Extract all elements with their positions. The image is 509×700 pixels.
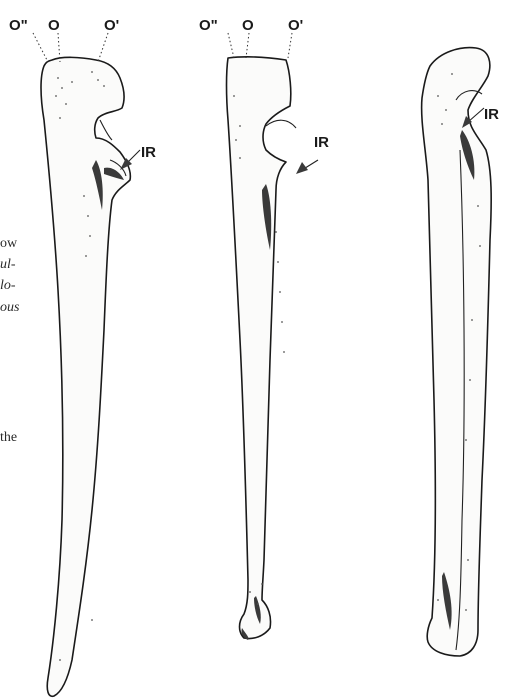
bone-3: IR [422,48,500,656]
bone-2-label-ir: IR [314,134,329,151]
bone-1-leader-o2 [33,33,48,62]
bone-2: O" O O' IR [199,17,329,640]
bone-1-label-o-double-prime: O" [9,17,28,34]
bone-1-notch-line [100,120,112,140]
bone-1-label-o: O [48,17,60,34]
margin-text-line-5: the [0,430,17,445]
bone-2-label-o-double-prime: O" [199,17,218,34]
bone-2-label-o-prime: O' [288,17,303,34]
margin-text-line-1: ow [0,236,18,251]
bone-1-label-ir: IR [141,144,156,161]
bone-2-leader-o [246,33,249,58]
bone-2-outline [227,57,291,639]
bone-1: O" O O' IR [9,17,156,696]
margin-text-line-4: ous [0,300,20,315]
bone-2-leader-o1 [288,33,292,58]
bone-1-leader-o1 [98,33,108,62]
bone-2-notch-arc [266,120,296,128]
bone-2-label-o: O [242,17,254,34]
bone-3-outline [422,48,492,656]
margin-text-line-2: ul- [0,257,16,272]
bone-2-leader-o2 [228,33,234,58]
bone-3-label-ir: IR [484,106,499,123]
bone-1-label-o-prime: O' [104,17,119,34]
bone-1-outline [41,57,130,696]
bone-3-ir-leader [468,108,484,122]
margin-text-line-3: lo- [0,278,16,293]
margin-text: ow ul- lo- ous the [0,236,20,445]
bone-2-ir-arrowhead [296,162,308,174]
